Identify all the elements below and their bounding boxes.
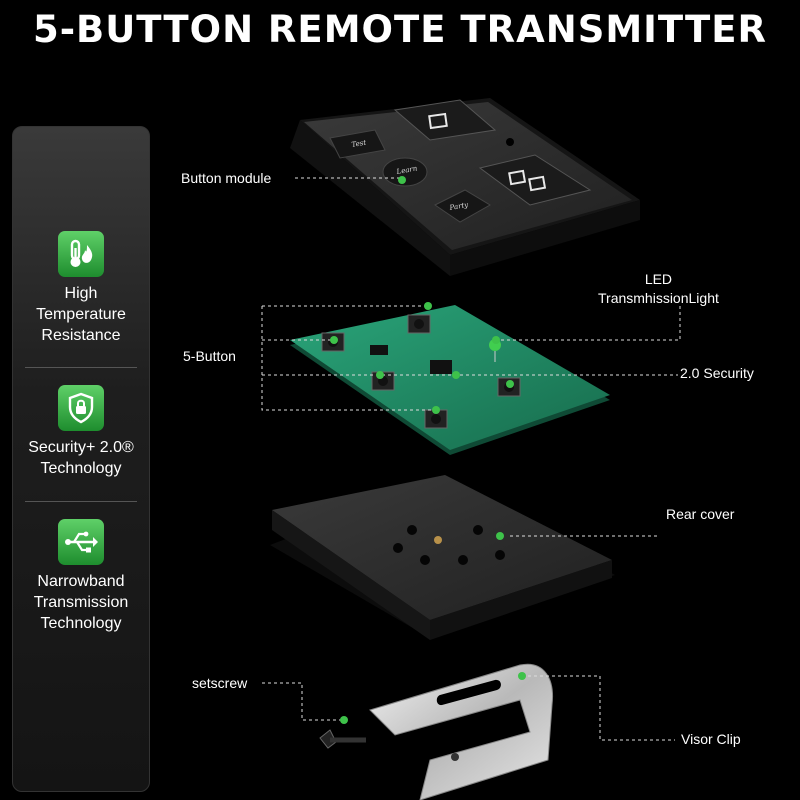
feature-label: Security+ 2.0® Technology bbox=[28, 439, 134, 477]
dot-rear-cover bbox=[496, 532, 504, 540]
visor-clip bbox=[369, 663, 554, 800]
dot-button-5 bbox=[432, 406, 440, 414]
dot-button-3 bbox=[376, 371, 384, 379]
callout-led: LED TransmhissionLight bbox=[598, 271, 719, 306]
dot-security bbox=[452, 371, 460, 379]
button-module: Test Learn Party bbox=[290, 98, 640, 276]
callout-visor-clip: Visor Clip bbox=[681, 731, 741, 747]
setscrew bbox=[319, 729, 366, 749]
callout-five-button: 5-Button bbox=[183, 348, 236, 364]
divider bbox=[25, 367, 137, 368]
usb-icon bbox=[58, 519, 104, 565]
feature-high-temperature: High Temperature Resistance bbox=[13, 231, 149, 346]
shield-lock-icon bbox=[58, 385, 104, 431]
feature-label: Narrowband Transmission Technology bbox=[33, 573, 129, 632]
dot-button-module bbox=[398, 176, 406, 184]
rear-cover bbox=[270, 475, 615, 640]
divider bbox=[25, 501, 137, 502]
feature-narrowband: Narrowband Transmission Technology bbox=[13, 519, 149, 634]
dot-visor-clip bbox=[518, 672, 526, 680]
callout-button-module: Button module bbox=[181, 170, 272, 186]
feature-security: Security+ 2.0® Technology bbox=[13, 385, 149, 479]
circuit-board bbox=[290, 305, 610, 455]
thermometer-flame-icon bbox=[58, 231, 104, 277]
dot-button-1 bbox=[424, 302, 432, 310]
test-button-label: Test bbox=[351, 139, 367, 149]
dot-setscrew bbox=[340, 716, 348, 724]
callout-dots bbox=[330, 176, 526, 724]
dot-led bbox=[492, 336, 500, 344]
dot-button-4 bbox=[506, 380, 514, 388]
callout-setscrew: setscrew bbox=[192, 675, 248, 691]
dot-button-2 bbox=[330, 336, 338, 344]
feature-sidebar: High Temperature Resistance Security+ 2.… bbox=[12, 126, 150, 792]
callout-rear-cover: Rear cover bbox=[666, 506, 735, 522]
callout-security: 2.0 Security bbox=[680, 365, 754, 381]
feature-label: High Temperature Resistance bbox=[36, 285, 126, 344]
party-button-label: Party bbox=[448, 201, 470, 212]
page-title: 5-BUTTON REMOTE TRANSMITTER bbox=[32, 8, 768, 51]
learn-button-label: Learn bbox=[395, 164, 418, 176]
